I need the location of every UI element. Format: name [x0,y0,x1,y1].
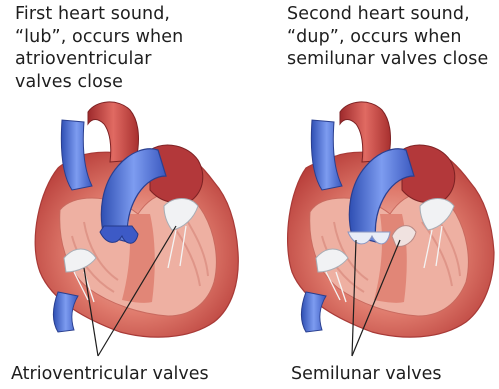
semilunar-valves-label: Semilunar valves [291,363,442,385]
atrioventricular-valves-label: Atrioventricular valves [11,363,209,385]
vena-cava-lower-right [302,292,327,332]
